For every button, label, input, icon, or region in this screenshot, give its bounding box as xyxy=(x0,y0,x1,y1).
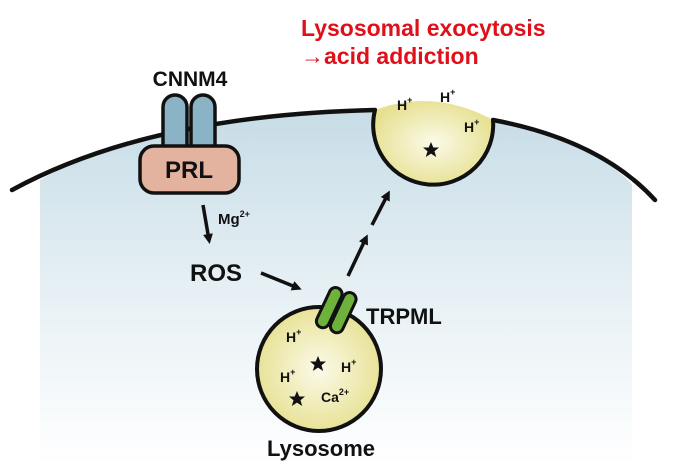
prl-label: PRL xyxy=(165,157,213,184)
arrow-icon xyxy=(201,204,213,244)
prl-box xyxy=(138,144,241,195)
title-line-2: →acid addiction xyxy=(301,43,479,69)
lysosome xyxy=(255,305,383,433)
proton-label: H+ xyxy=(464,117,479,135)
star-icon xyxy=(423,142,439,157)
exocytic-lysosome xyxy=(373,101,494,185)
exocytic-lysosome-outline xyxy=(371,108,496,187)
star-icon xyxy=(289,391,305,406)
cnnm4-label: CNNM4 xyxy=(153,68,228,91)
arrow-icon xyxy=(260,271,302,291)
title-line-1: Lysosomal exocytosis xyxy=(301,15,546,41)
proton-label: H+ xyxy=(341,357,356,375)
proton-label: H+ xyxy=(286,327,301,345)
trpml-label: TRPML xyxy=(366,304,442,329)
proton-label: H+ xyxy=(440,87,455,105)
lysosome-label: Lysosome xyxy=(267,436,375,461)
plasma-membrane-right xyxy=(490,117,658,203)
trpml-channel-right xyxy=(328,291,358,335)
proton-label: H+ xyxy=(397,95,412,113)
arrow-icon xyxy=(346,234,368,277)
mg-label: Mg2+ xyxy=(218,209,250,228)
ros-label: ROS xyxy=(190,260,242,287)
trpml-channel-left xyxy=(314,286,344,330)
arrow-icon xyxy=(370,190,390,226)
proton-label: H+ xyxy=(280,367,295,385)
calcium-label: Ca2+ xyxy=(321,387,349,405)
star-icon xyxy=(310,356,326,371)
